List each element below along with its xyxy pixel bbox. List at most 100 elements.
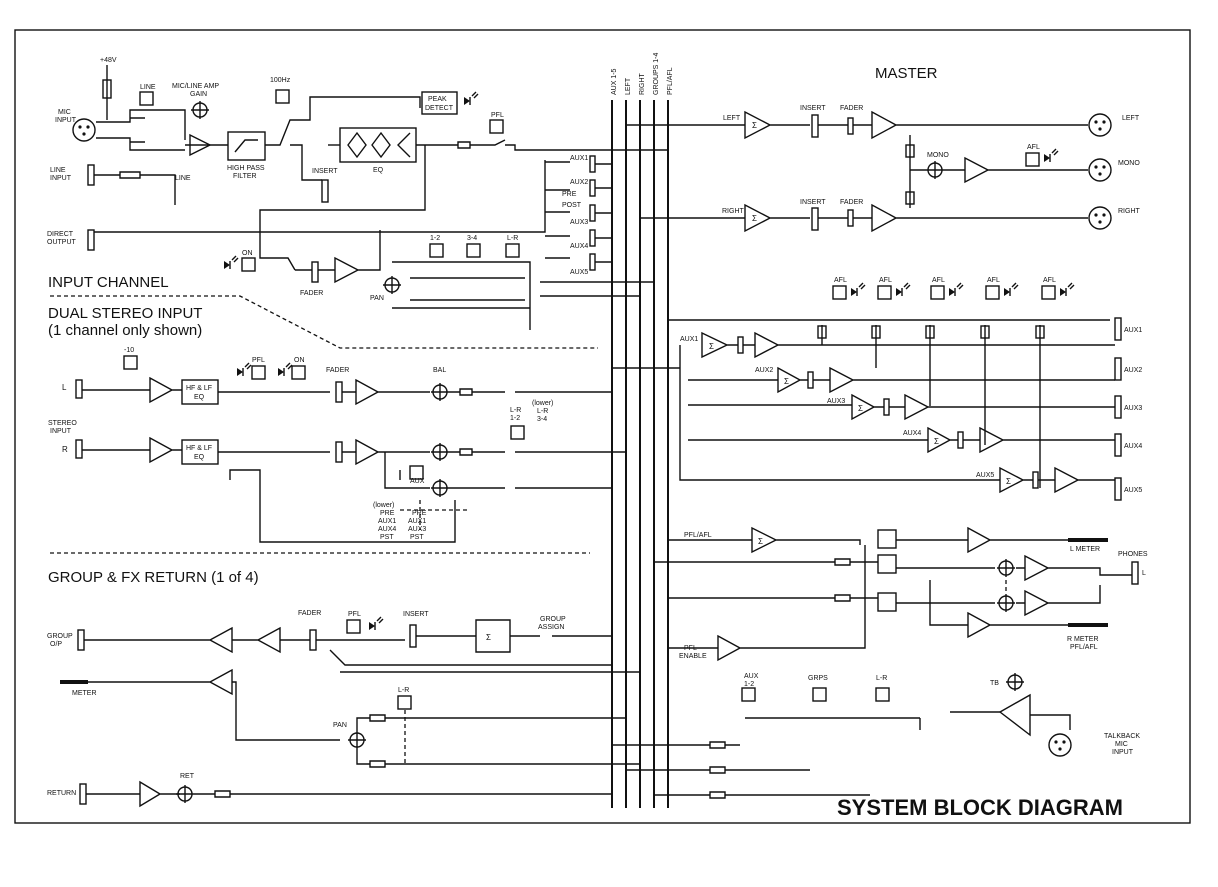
aux-assign-a-3: AUX1: [378, 518, 396, 525]
stereo-eq-l-label-1: HF & LF: [186, 385, 212, 392]
group-lr-switch[interactable]: [397, 695, 412, 710]
master-left-sum: Σ: [752, 121, 757, 130]
stereo-fader-label: FADER: [326, 367, 349, 374]
route-switch-l-r[interactable]: [505, 243, 520, 258]
pfl-label-input: PFL: [491, 112, 504, 119]
post-label-input: POST: [562, 202, 582, 209]
hpf-switch-label: 100Hz: [270, 77, 291, 84]
line-switch[interactable]: [139, 91, 154, 106]
master-right-sum: Σ: [752, 214, 757, 223]
route-switch-1-2[interactable]: [429, 243, 444, 258]
tb-pot[interactable]: [1005, 672, 1025, 692]
route-switch-3-4[interactable]: [466, 243, 481, 258]
aux-sends-input: [589, 155, 612, 271]
bal-pot-l[interactable]: [430, 382, 450, 402]
aux1-afl-switch[interactable]: [832, 285, 847, 300]
tb-aux-switch[interactable]: [741, 687, 756, 702]
phones-l-pot[interactable]: [996, 558, 1016, 578]
fader-input[interactable]: [311, 261, 319, 283]
aux3-out-label: AUX3: [1124, 405, 1142, 412]
bus-label-right: RIGHT: [639, 73, 646, 96]
stereo-eq-r-label-1: HF & LF: [186, 445, 212, 452]
aux4-afl-label: AFL: [987, 277, 1000, 284]
line-input-label-b: INPUT: [50, 175, 72, 182]
aux4-afl-led-icon: [1003, 282, 1019, 297]
aux2-sum-label: AUX2: [755, 367, 773, 374]
r-meter-label-1: R METER: [1067, 636, 1099, 643]
hpf-switch[interactable]: [275, 89, 290, 104]
mono-afl-label: AFL: [1027, 144, 1040, 151]
mono-output-connector: [1088, 158, 1112, 182]
stereo-input-block: -10 L R STEREO INPUT HF & LF EQ HF & LF …: [48, 347, 626, 543]
stereo-route-label-1: L-R: [510, 407, 521, 414]
aux2-afl-switch[interactable]: [877, 285, 892, 300]
eq-label: EQ: [373, 167, 384, 174]
stereo-aux-pot[interactable]: [430, 478, 450, 498]
aux-assign-a-5: PST: [380, 534, 394, 541]
aux2-label-input: AUX2: [570, 179, 588, 186]
mono-label: MONO: [927, 152, 949, 159]
aux1-label-input: AUX1: [570, 155, 588, 162]
pfl-switch-input[interactable]: [489, 119, 504, 134]
pad-switch[interactable]: [123, 355, 138, 370]
bus-lines: [611, 100, 669, 808]
stereo-r-label: R: [62, 445, 68, 454]
gain-pot[interactable]: [190, 100, 210, 120]
tb-aux-label-2: 1-2: [744, 681, 754, 688]
stereo-aux-switch[interactable]: [409, 465, 424, 480]
talkback-label-2: MIC: [1115, 741, 1128, 748]
mic-line-amp: [189, 133, 212, 157]
stereo-on-label: ON: [294, 357, 305, 364]
route-label-3-4: 3-4: [467, 235, 477, 242]
stereo-on-switch[interactable]: [291, 365, 306, 380]
bal-pot-r[interactable]: [430, 442, 450, 462]
pan-pot-input[interactable]: [382, 275, 402, 295]
aux4-afl-switch[interactable]: [985, 285, 1000, 300]
tb-grps-switch[interactable]: [812, 687, 827, 702]
bus-label-pfl-afl: PFL/AFL: [667, 67, 674, 95]
phones-r-pot[interactable]: [996, 593, 1016, 613]
pfl-afl-sum: Σ: [758, 537, 763, 546]
on-led-icon: [223, 255, 239, 270]
tb-lr-switch[interactable]: [875, 687, 890, 702]
section-dual-stereo-note: (1 channel only shown): [48, 322, 202, 339]
stereo-route-switch[interactable]: [510, 425, 525, 440]
aux-afl-row: AFL AFL AFL AFL AFL: [668, 277, 1110, 488]
l-meter-label: L METER: [1070, 546, 1100, 553]
stereo-pfl-switch[interactable]: [251, 365, 266, 380]
aux5-sum-symbol: Σ: [1006, 477, 1011, 486]
aux5-afl-switch[interactable]: [1041, 285, 1056, 300]
pfl-enable-label-2: ENABLE: [679, 653, 707, 660]
aux3-sum-symbol: Σ: [858, 404, 863, 413]
divider-stereo: [50, 295, 598, 349]
pre-label-input: PRE: [562, 191, 577, 198]
group-pan-pot[interactable]: [347, 730, 367, 750]
pfl-afl-label: PFL/AFL: [684, 532, 712, 539]
aux1-sum-label: AUX1: [680, 336, 698, 343]
aux4-label-input: AUX4: [570, 243, 588, 250]
aux1-out-label: AUX1: [1124, 327, 1142, 334]
diagram-frame: [14, 29, 1191, 824]
ret-pot[interactable]: [175, 784, 195, 804]
aux3-afl-switch[interactable]: [930, 285, 945, 300]
mic-input-connector: [72, 118, 96, 142]
group-lr-label: L-R: [398, 687, 409, 694]
stereo-pfl-label: PFL: [252, 357, 265, 364]
section-group-fx: GROUP & FX RETURN (1 of 4): [48, 569, 259, 586]
aux2-out-label: AUX2: [1124, 367, 1142, 374]
mono-pot[interactable]: [925, 160, 945, 180]
group-assign-label-1: GROUP: [540, 616, 566, 623]
on-switch-input[interactable]: [241, 257, 256, 272]
mono-afl-switch[interactable]: [1025, 152, 1040, 167]
aux-assign-a-1: (lower): [373, 502, 394, 509]
aux2-afl-led-icon: [895, 282, 911, 297]
aux1-afl-label: AFL: [834, 277, 847, 284]
master-block: LEFT Σ INSERT FADER LEFT RIGHT Σ INSERT …: [612, 105, 1148, 799]
group-pfl-switch[interactable]: [346, 619, 361, 634]
group-fader-label: FADER: [298, 610, 321, 617]
phones-label: PHONES: [1118, 551, 1148, 558]
hpf-label-1: HIGH PASS: [227, 165, 265, 172]
aux4-sum-label: AUX4: [903, 430, 921, 437]
group-fader[interactable]: [309, 629, 317, 651]
